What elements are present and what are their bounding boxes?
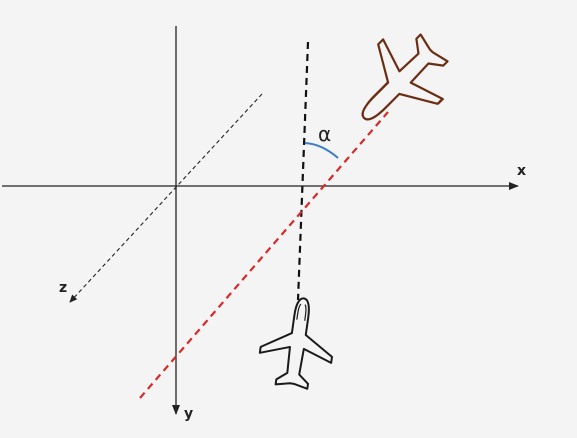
airplane-icon [361,33,449,121]
angle-label: α [318,122,331,146]
y-axis-label: y [184,406,193,422]
z-axis-label: z [59,280,67,296]
airplane-icon [258,297,333,390]
angle-arc [304,142,339,159]
flight-path-line [139,111,389,399]
vertical-reference-line [296,41,310,301]
x-axis-label: x [517,163,526,179]
z-axis [69,93,263,303]
